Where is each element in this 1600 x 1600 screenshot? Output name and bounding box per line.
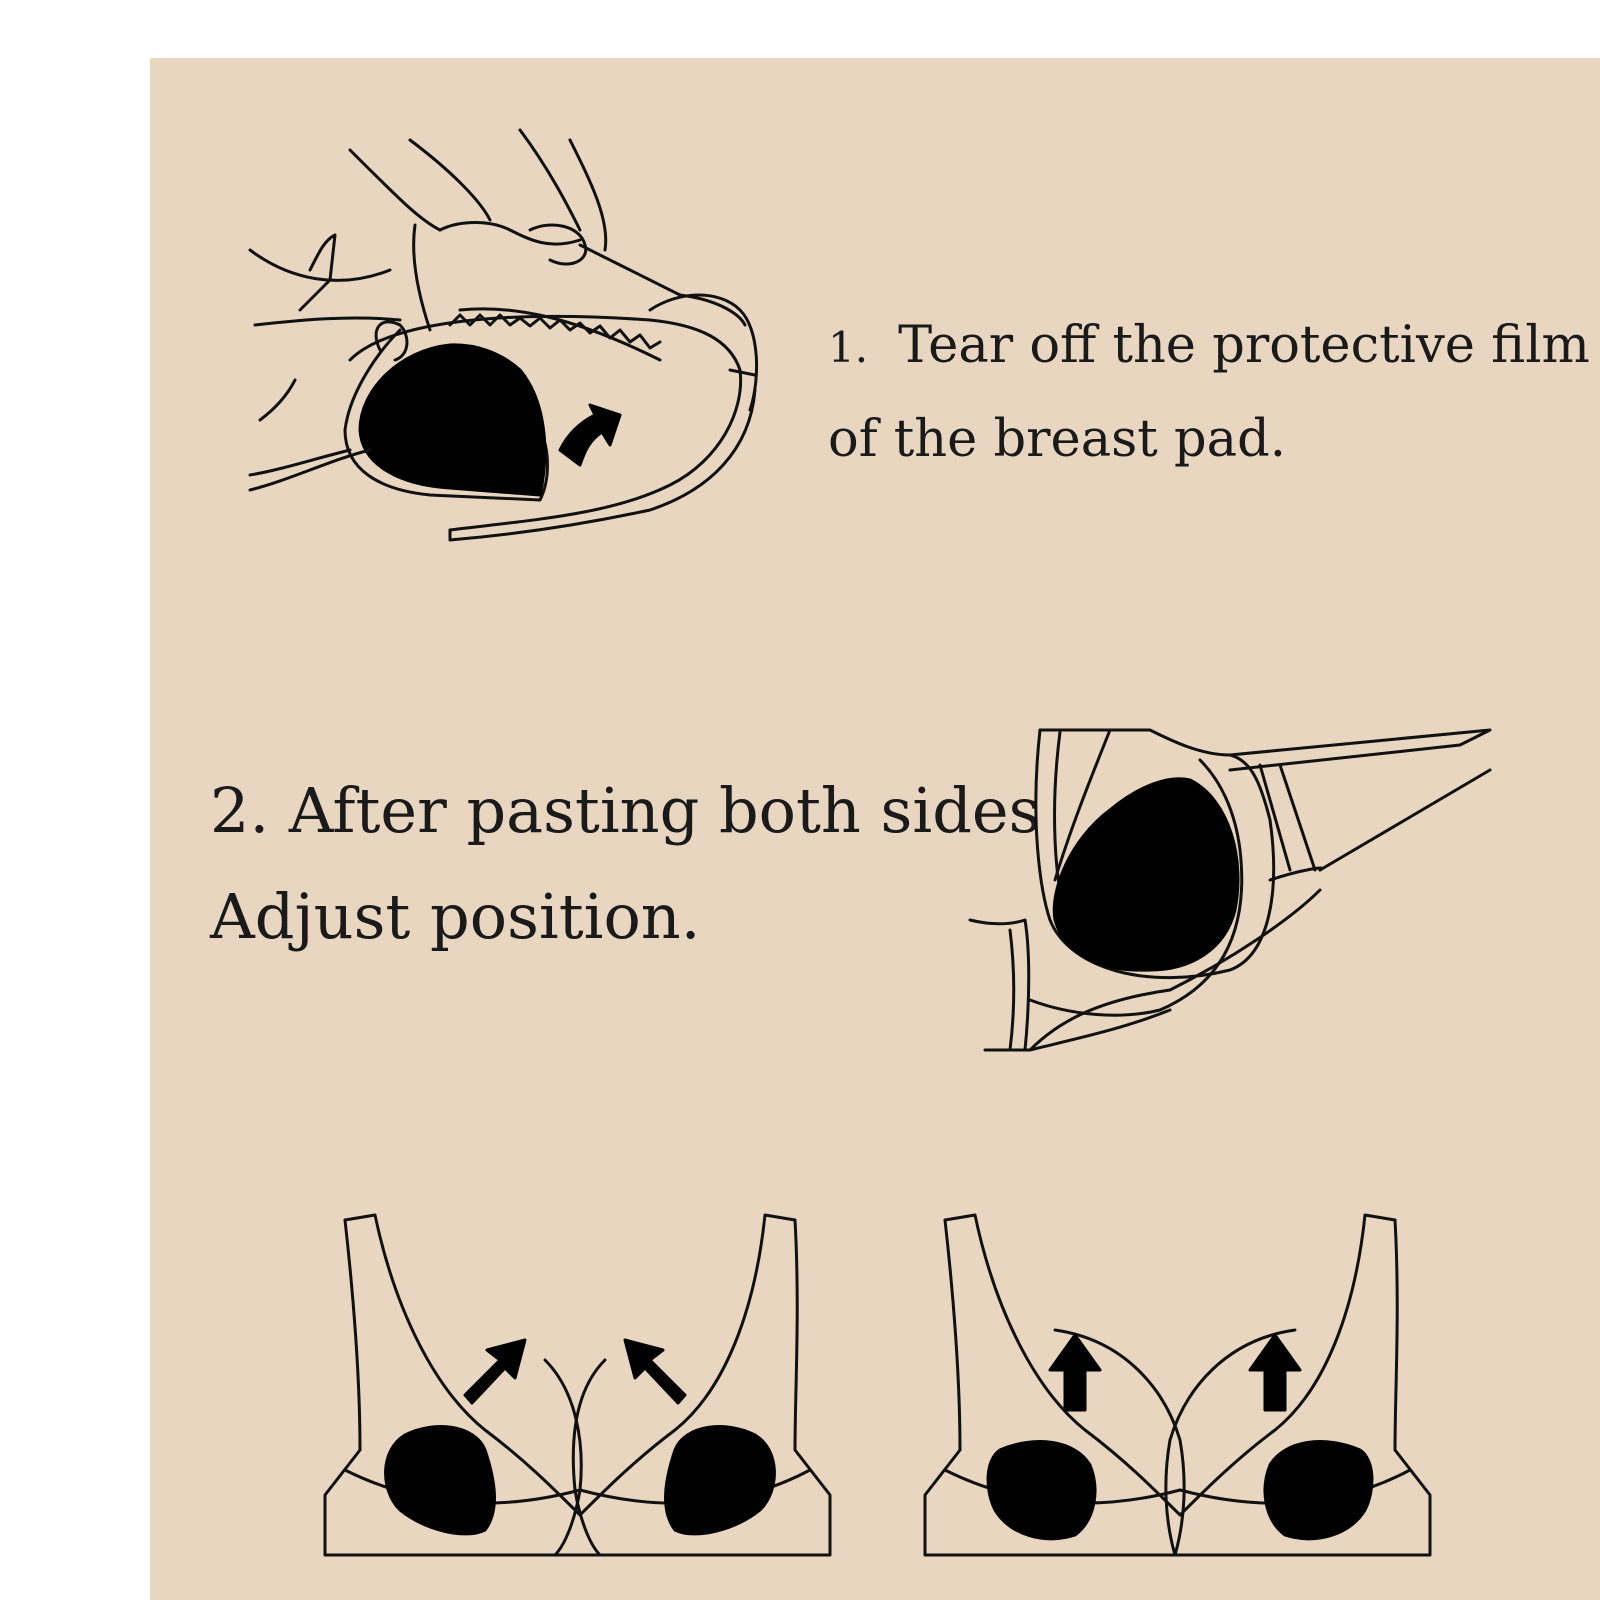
step-2-line-2: Adjust position. [210,880,701,953]
step-1-number: 1. [828,323,869,372]
step-2-instruction: 2. After pasting both sides Adjust posit… [210,758,1040,970]
bra-upward-push-illustration [923,1213,1432,1557]
bra-cup-illustration [968,728,1492,1052]
bra-inward-push-illustration [323,1213,832,1557]
instruction-panel [150,58,1600,1600]
step-1-line-1: Tear off the protective film [898,316,1590,375]
step-1-instruction: 1. Tear off the protective film of the br… [828,300,1590,486]
peel-film-illustration [248,128,758,542]
step-1-line-2: of the breast pad. [828,410,1286,469]
step-2-line-1: 2. After pasting both sides [210,774,1041,847]
